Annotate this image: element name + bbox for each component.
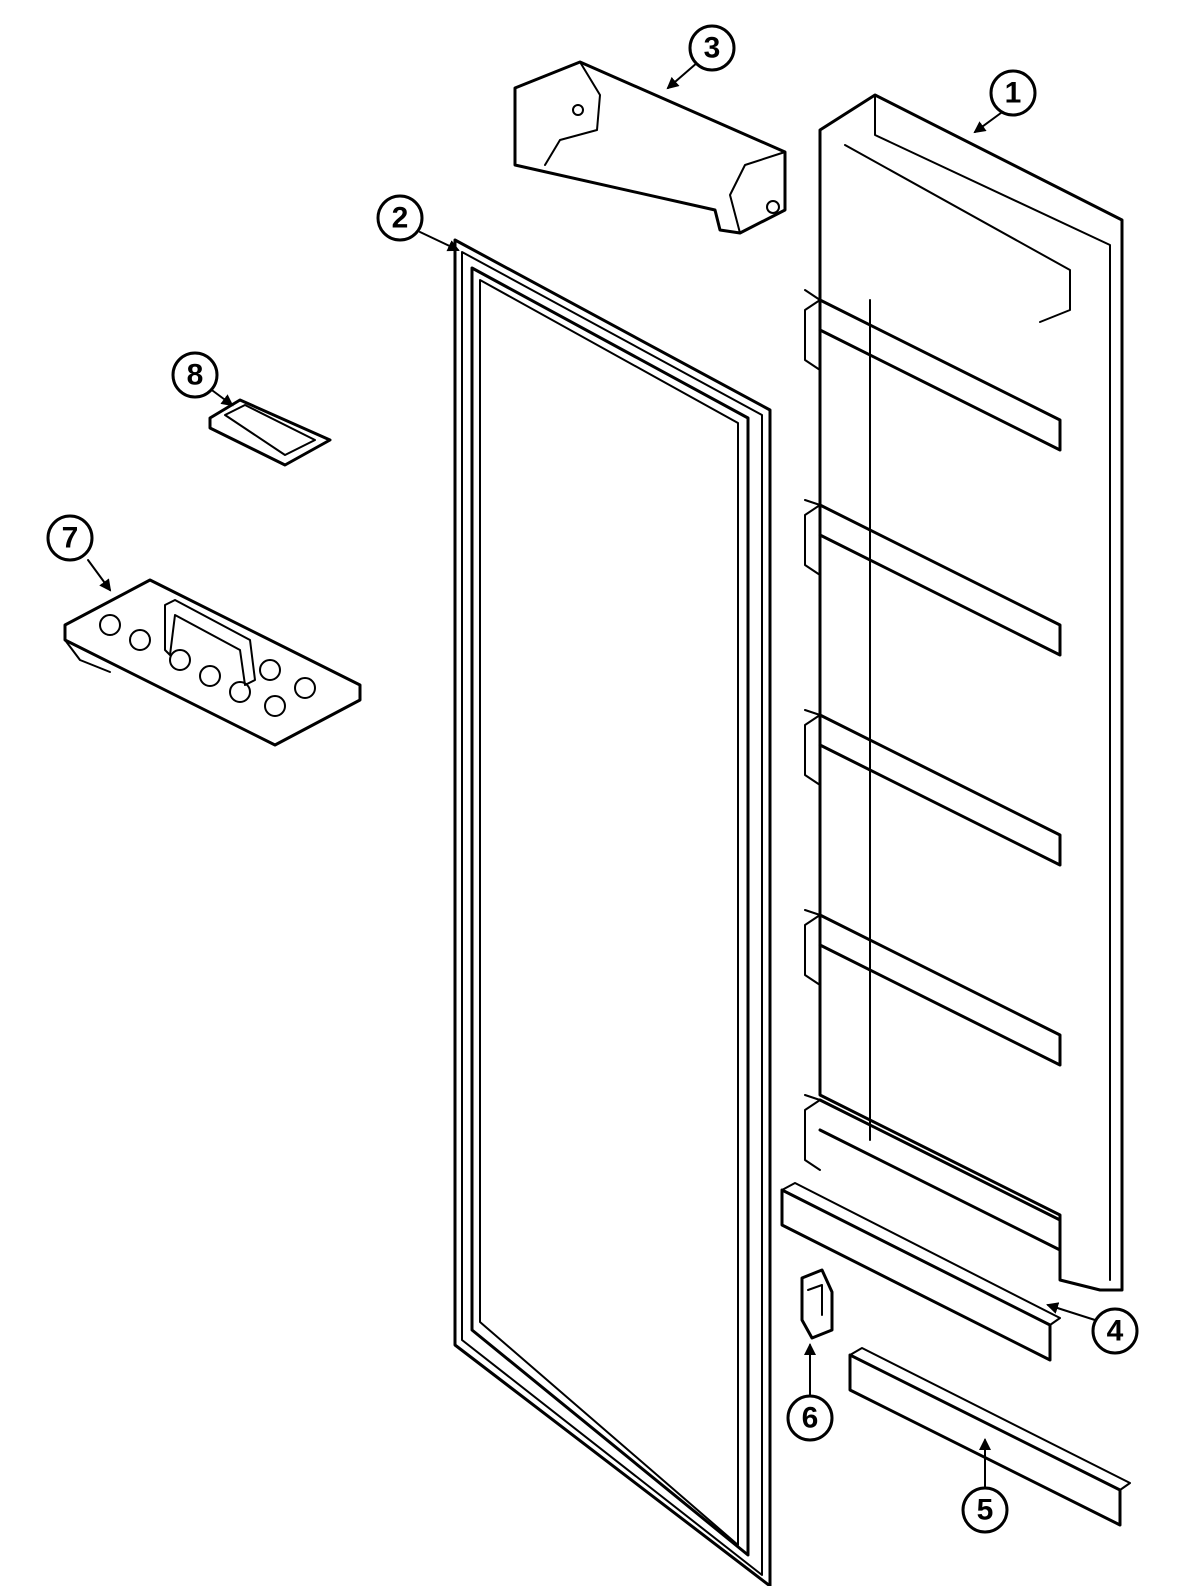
part-7-egg-tray <box>63 578 362 747</box>
callout-2-label: 2 <box>392 202 409 235</box>
leader-lines <box>87 61 1096 1491</box>
callout-2: 2 <box>376 194 424 242</box>
callout-3: 3 <box>688 24 736 72</box>
part-3-dairy-cover <box>513 60 787 235</box>
callout-6: 6 <box>786 1394 834 1442</box>
callout-5-label: 5 <box>977 1494 994 1527</box>
callout-8-label: 8 <box>187 359 204 392</box>
part-5-lower-trim-strip <box>848 1347 1131 1527</box>
callout-1-label: 1 <box>1005 77 1022 110</box>
callout-4: 4 <box>1091 1307 1139 1355</box>
callout-8: 8 <box>171 351 219 399</box>
callout-4-label: 4 <box>1107 1315 1124 1348</box>
callout-1: 1 <box>989 69 1037 117</box>
callout-3-label: 3 <box>704 32 721 65</box>
callout-7-label: 7 <box>62 522 79 555</box>
part-1-door-liner <box>804 93 1124 1292</box>
callout-7: 7 <box>46 514 94 562</box>
callout-5: 5 <box>961 1486 1009 1534</box>
callout-6-label: 6 <box>802 1402 819 1435</box>
part-8-small-tray <box>208 398 332 467</box>
part-2-door-gasket <box>453 238 772 1586</box>
part-6-clip <box>800 1268 834 1340</box>
part-4-trim-strip <box>780 1182 1061 1362</box>
